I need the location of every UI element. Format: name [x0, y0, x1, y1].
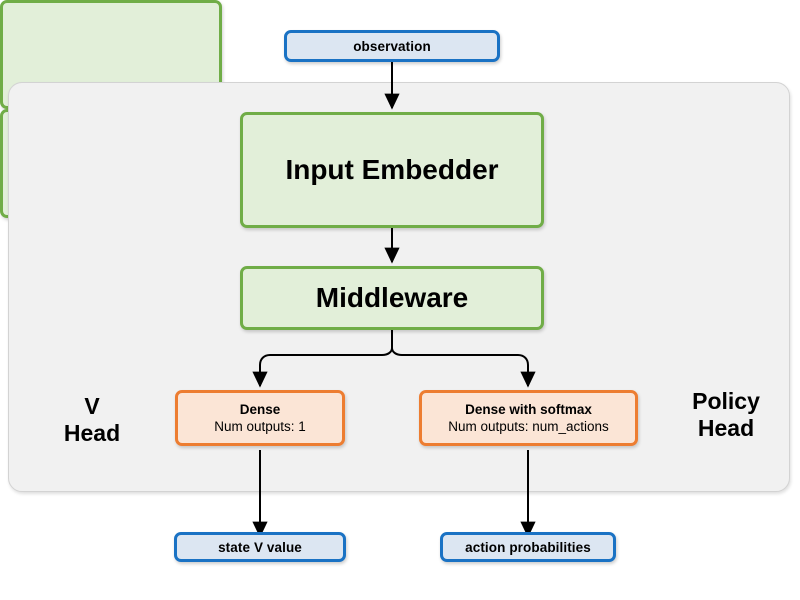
node-v-head-dense[interactable]: Dense Num outputs: 1 — [175, 390, 345, 446]
node-state-v-value-label: state V value — [218, 539, 302, 555]
node-input-embedder-label: Input Embedder — [285, 154, 499, 185]
node-action-probabilities-label: action probabilities — [465, 539, 591, 555]
label-policy-head-line1: Policy — [692, 387, 760, 414]
node-action-probabilities[interactable]: action probabilities — [440, 532, 616, 562]
node-v-head-dense-title: Dense — [239, 401, 281, 417]
label-policy-head-line2: Head — [697, 415, 755, 441]
node-middleware[interactable]: Middleware — [240, 266, 544, 330]
label-v-head-line1: V — [84, 392, 100, 419]
label-v-head: V Head — [40, 385, 144, 455]
node-v-head-dense-subtitle: Num outputs: 1 — [214, 419, 306, 434]
node-observation-label: observation — [353, 38, 431, 54]
node-middleware-label: Middleware — [315, 282, 469, 313]
node-state-v-value[interactable]: state V value — [174, 532, 346, 562]
node-input-embedder[interactable]: Input Embedder — [240, 112, 544, 228]
node-observation[interactable]: observation — [284, 30, 500, 62]
label-policy-head: Policy Head — [668, 380, 784, 450]
node-policy-head-dense-subtitle: Num outputs: num_actions — [448, 419, 609, 434]
label-v-head-line2: Head — [63, 420, 121, 446]
node-policy-head-dense-title: Dense with softmax — [465, 401, 592, 417]
node-policy-head-dense[interactable]: Dense with softmax Num outputs: num_acti… — [419, 390, 638, 446]
